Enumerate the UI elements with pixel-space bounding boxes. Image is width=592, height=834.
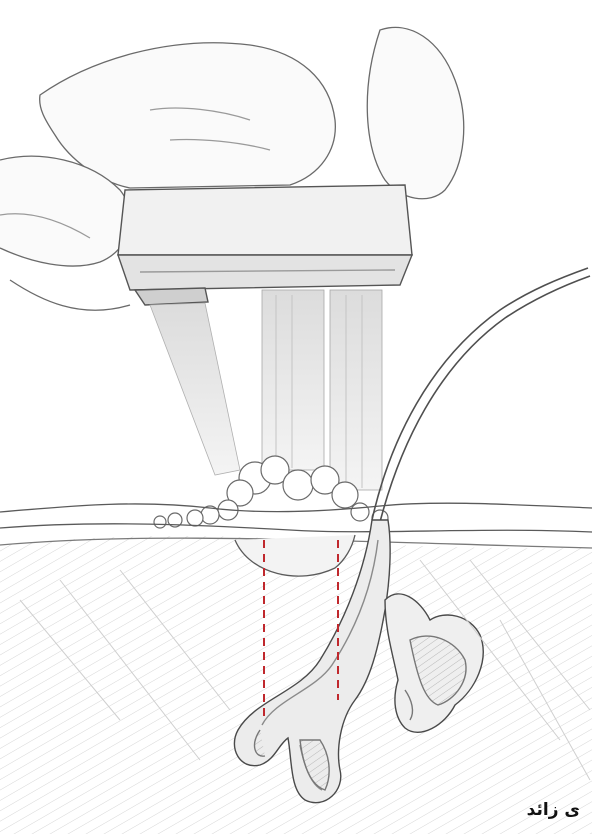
hair-shaft — [372, 268, 590, 522]
caption-text: ی زائد — [527, 800, 580, 820]
laser-handpiece — [118, 185, 412, 305]
